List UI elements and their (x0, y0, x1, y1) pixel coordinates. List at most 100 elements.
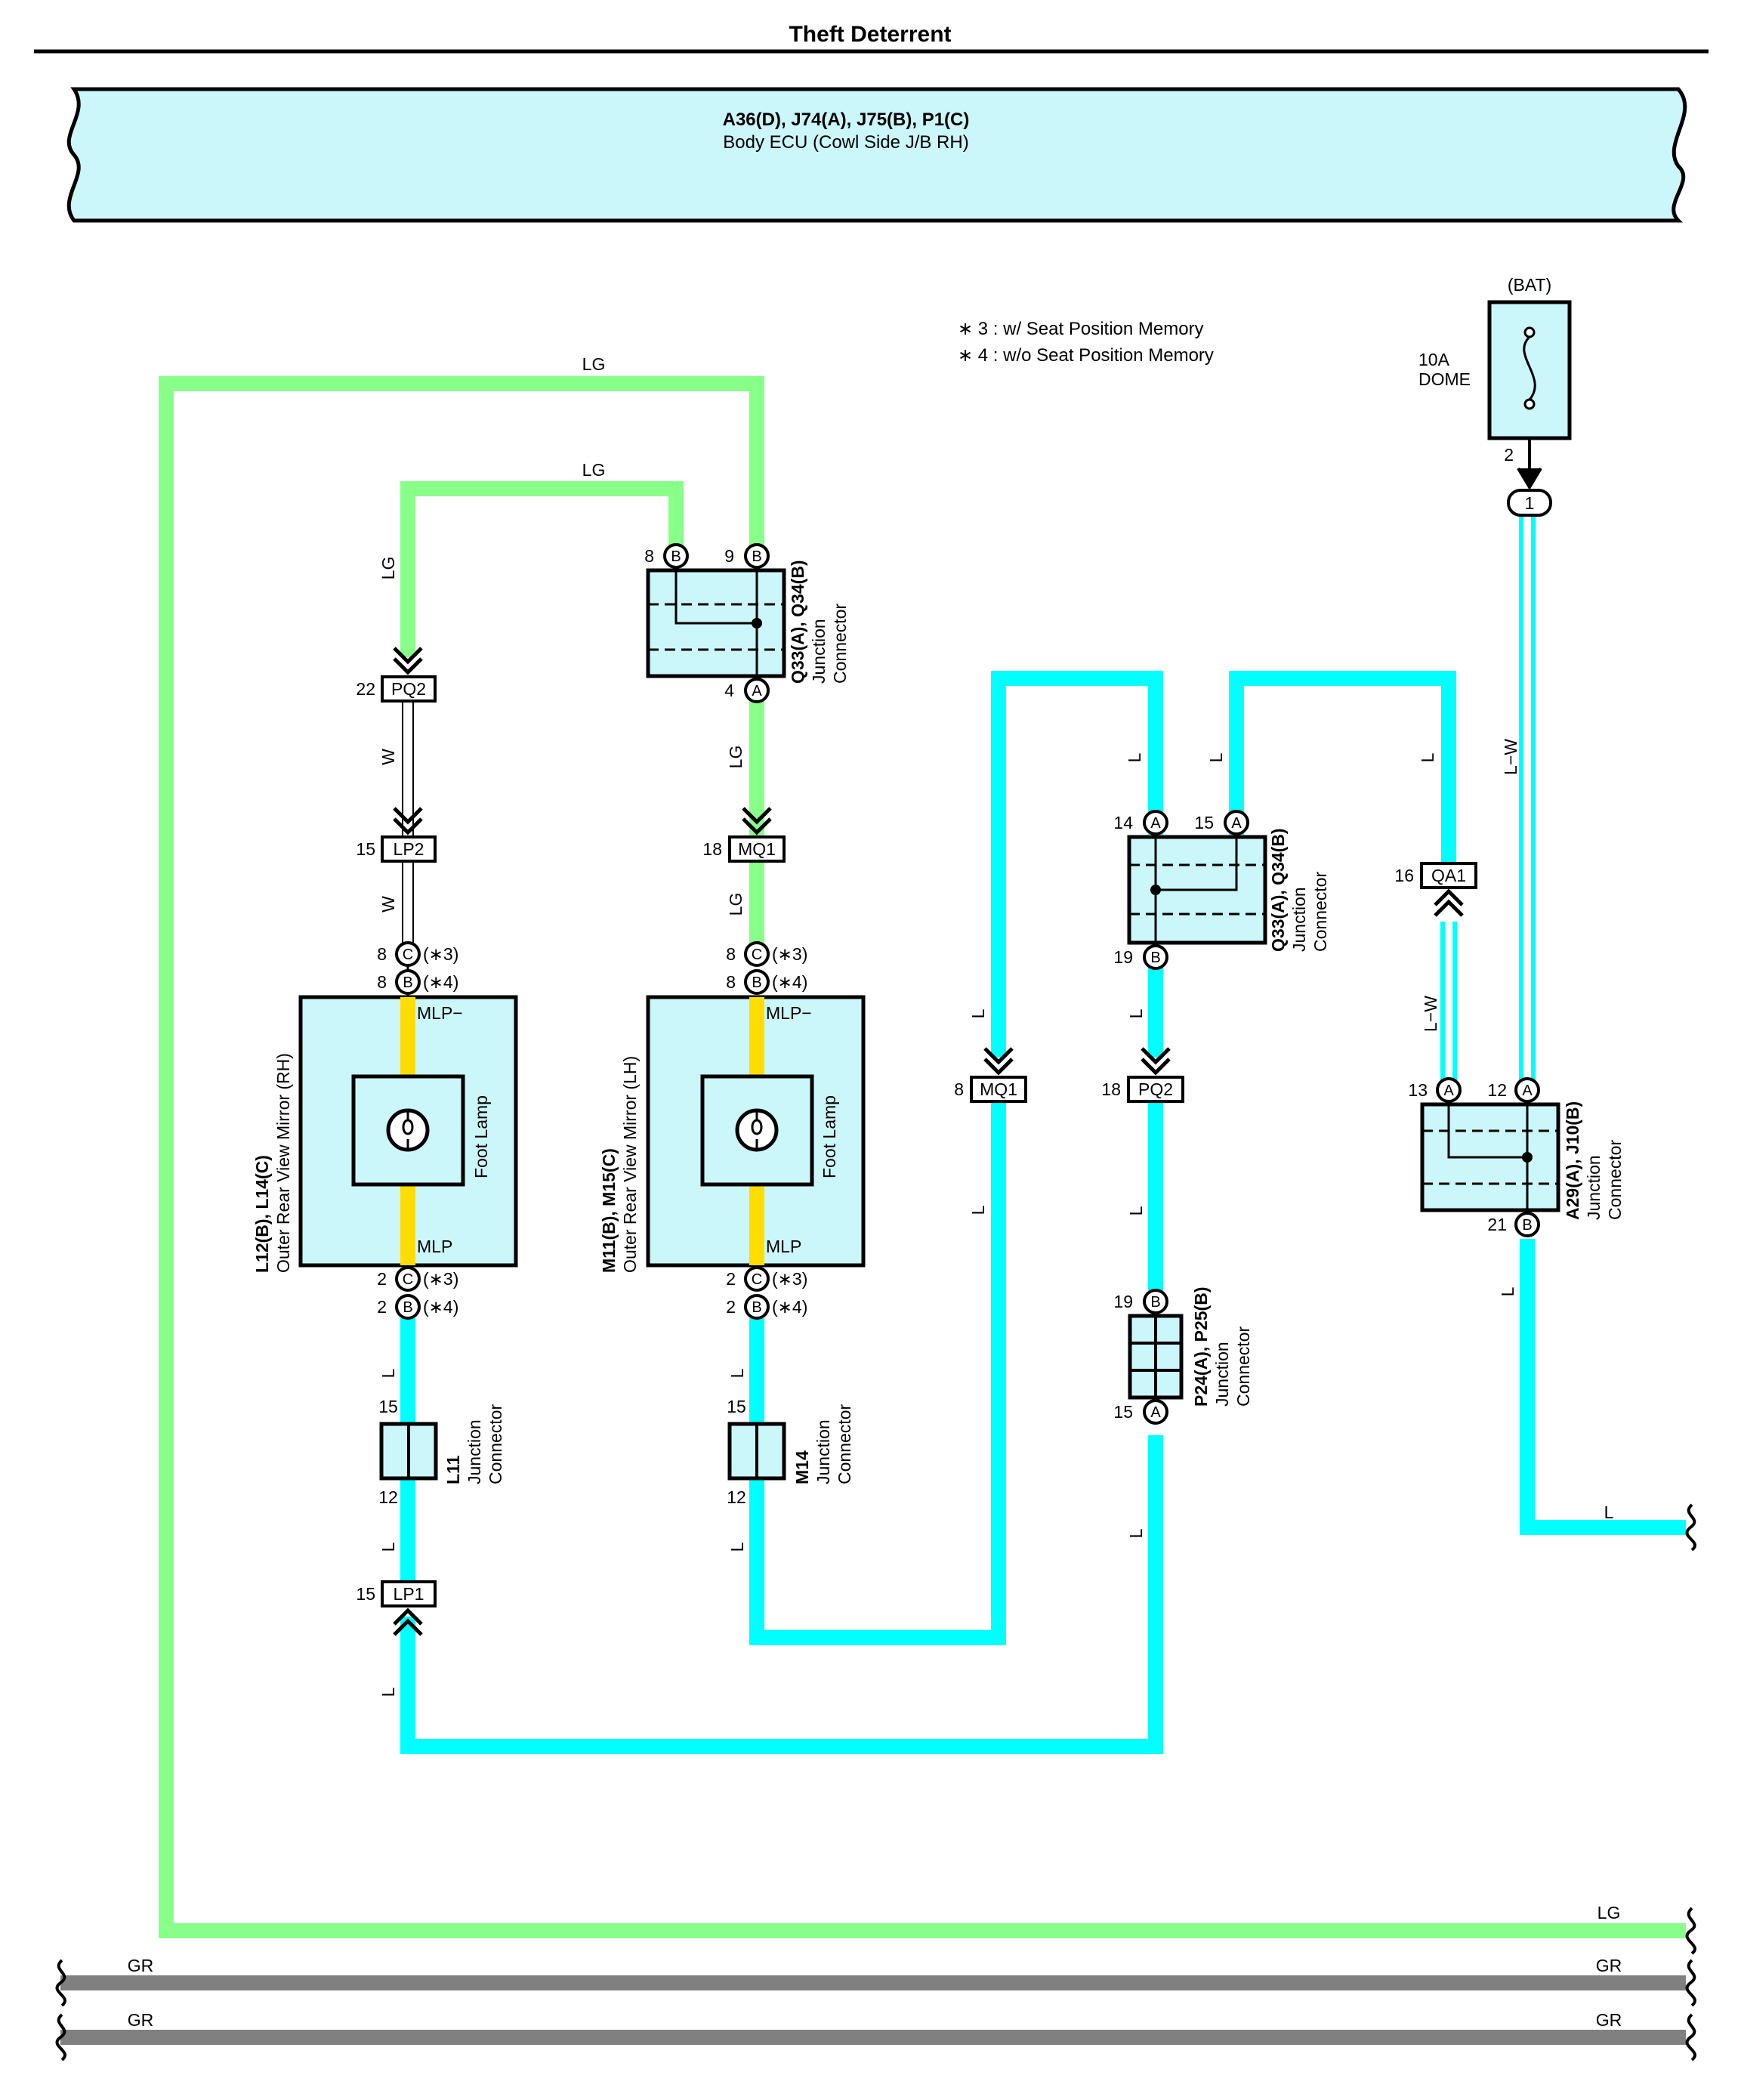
break-mark-gr1-r (1685, 1959, 1696, 2007)
wire-l-mq1-top (991, 671, 1163, 1058)
pin-b21-badge (1514, 1212, 1540, 1237)
wire-l-q33-qa1 (1229, 671, 1456, 863)
connector-pq2-right-box (1127, 1076, 1184, 1103)
ecu-banner (66, 87, 1687, 223)
connector-lp1-pin: 15 (356, 1584, 375, 1604)
label-lg-top: LG (582, 354, 606, 374)
connector-mq1-low-pin: 8 (954, 1079, 964, 1099)
pin-lh-c2-letter: C (752, 1271, 762, 1288)
pin-lh-b8-num: 8 (726, 972, 736, 992)
pin-lh-c2-badge (744, 1266, 770, 1292)
pin-a4-badge (744, 678, 770, 703)
connector-qa1-box (1420, 862, 1477, 889)
label-lg-inner: LG (582, 460, 606, 480)
label-l-rh-3: L (378, 1687, 398, 1697)
jc-m14-code: M14 (792, 1450, 812, 1484)
pin-rh-c2-num: 2 (377, 1269, 387, 1289)
pin-a15-letter: A (1231, 815, 1242, 832)
pin-rh-b8-letter: B (403, 974, 412, 991)
pin-p24-b19-badge (1143, 1289, 1168, 1314)
connector-pq2-left-pin: 22 (356, 679, 375, 699)
pin-a12-letter: A (1522, 1082, 1533, 1099)
pin-a13-badge (1436, 1077, 1462, 1103)
fuse-box (1487, 300, 1572, 440)
pin-a15-num: 15 (1194, 813, 1214, 832)
jc-q33-top-line1: Junction (809, 619, 829, 684)
pin-lh-b2-badge (744, 1294, 770, 1320)
jc-m14-line2: Connector (835, 1404, 854, 1484)
jc-q33-mid-link (1156, 837, 1238, 891)
mirror-rh-codes: L12(B), L14(C) (252, 1155, 272, 1273)
wire-labels: LG LG LG W W LG LG Y Y Y Y L L L L L L L… (128, 354, 1622, 2030)
connector-pq2-left-code: PQ2 (391, 679, 426, 699)
pin-rh-b2-num: 2 (377, 1297, 387, 1317)
break-mark-gr1-l (55, 1959, 66, 2007)
pin-rh-c8-letter: C (403, 947, 413, 963)
chevron-down-icon (393, 647, 423, 675)
pin-rh-c2-note: (∗3) (423, 1269, 458, 1289)
break-mark-lg (1685, 1907, 1696, 1955)
label-lw-fuse: L−W (1501, 739, 1520, 775)
pin-b9-letter: B (752, 548, 761, 565)
jc-a29: A 13 A 12 B 21 A29(A), J10(B) Junction C… (1408, 1077, 1625, 1237)
pin-b19-badge (1143, 944, 1168, 970)
label-l-mq1-top: L (968, 1008, 988, 1018)
jc-l11-pin12: 12 (378, 1487, 398, 1507)
jc-p24-codes: P24(A), P25(B) (1191, 1287, 1211, 1407)
pin-lh-c8-letter: C (752, 947, 762, 963)
connector-qa1: QA1 16 (1394, 862, 1477, 917)
break-mark-gr2-r (1685, 2013, 1696, 2061)
pin-a14-letter: A (1150, 815, 1161, 832)
pin-a12-num: 12 (1487, 1080, 1507, 1100)
pin-rh-c8-num: 8 (377, 944, 387, 964)
pin-b8-badge (663, 543, 689, 569)
label-lg-pq2: LG (378, 557, 398, 580)
break-marks (55, 1503, 1696, 2061)
foot-lamp-rh-filament (402, 1110, 414, 1150)
jc-q33-mid-node (1150, 885, 1161, 895)
connector-lp2: LP2 15 (356, 807, 437, 863)
jc-l11-line2: Connector (486, 1404, 505, 1484)
jc-q33-top-codes: Q33(A), Q34(B) (788, 560, 807, 684)
jc-a29-codes: A29(A), J10(B) (1563, 1101, 1582, 1220)
jc-m14-pin12: 12 (727, 1487, 746, 1507)
pin-b21-num: 21 (1487, 1215, 1507, 1234)
label-lg-mq1-2: LG (726, 893, 745, 916)
pin-a14-badge (1143, 810, 1168, 835)
pin-b8-letter: B (671, 548, 681, 565)
pin-a15-badge (1224, 810, 1249, 835)
label-gr-2-left: GR (128, 2010, 154, 2030)
jc-q33-mid-codes: Q33(A), Q34(B) (1268, 828, 1288, 952)
label-l-pq2-1: L (1126, 1008, 1146, 1018)
fuse-arrow-icon (1517, 467, 1542, 490)
pin-lh-b8-letter: B (752, 974, 761, 991)
label-l-mq1-bot: L (968, 1205, 988, 1215)
fuse-name: DOME (1418, 369, 1471, 389)
pin-rh-c2-badge (395, 1266, 421, 1292)
jc-q33-mid-line1: Junction (1289, 887, 1309, 952)
label-lg-out: LG (1597, 1903, 1621, 1922)
jc-p24-line1: Junction (1212, 1342, 1232, 1407)
connector-lp2-box (381, 835, 437, 863)
jc-a29-line1: Junction (1584, 1155, 1604, 1220)
pin-b9-num: 9 (724, 546, 734, 566)
pin-b8-num: 8 (644, 546, 654, 566)
pin-lh-c8-badge (744, 941, 770, 967)
label-w-1: W (378, 749, 398, 765)
jc-l11: 15 12 L11 Junction Connector (378, 1397, 505, 1507)
pin-lh-b2-letter: B (752, 1299, 761, 1316)
mirror-lh-pins: C 8 (∗3) B 8 (∗4) C 2 (∗3) B 2 (∗4) (726, 941, 807, 1320)
connector-pq2-left: PQ2 22 (356, 647, 437, 703)
pin-p24-a15-badge (1143, 1399, 1168, 1425)
jc-p24: B 19 A 15 P24(A), P25(B) Junction Connec… (1113, 1287, 1253, 1425)
pin-lh-c2-num: 2 (726, 1269, 736, 1289)
pin-lh-c8-num: 8 (726, 944, 736, 964)
mirror-rh-mlp-neg: MLP− (417, 1003, 463, 1023)
chevron-down-icon (983, 1047, 1014, 1076)
diagram-title: Theft Deterrent (789, 22, 951, 47)
jc-q33-top-line2: Connector (830, 604, 850, 684)
pin-lh-c2-note: (∗3) (772, 1269, 807, 1289)
mirror-lh-name: Outer Rear View Mirror (LH) (620, 1056, 640, 1273)
fuse-pin-out: 2 (1504, 445, 1514, 465)
pin-b19-num: 19 (1113, 947, 1133, 967)
